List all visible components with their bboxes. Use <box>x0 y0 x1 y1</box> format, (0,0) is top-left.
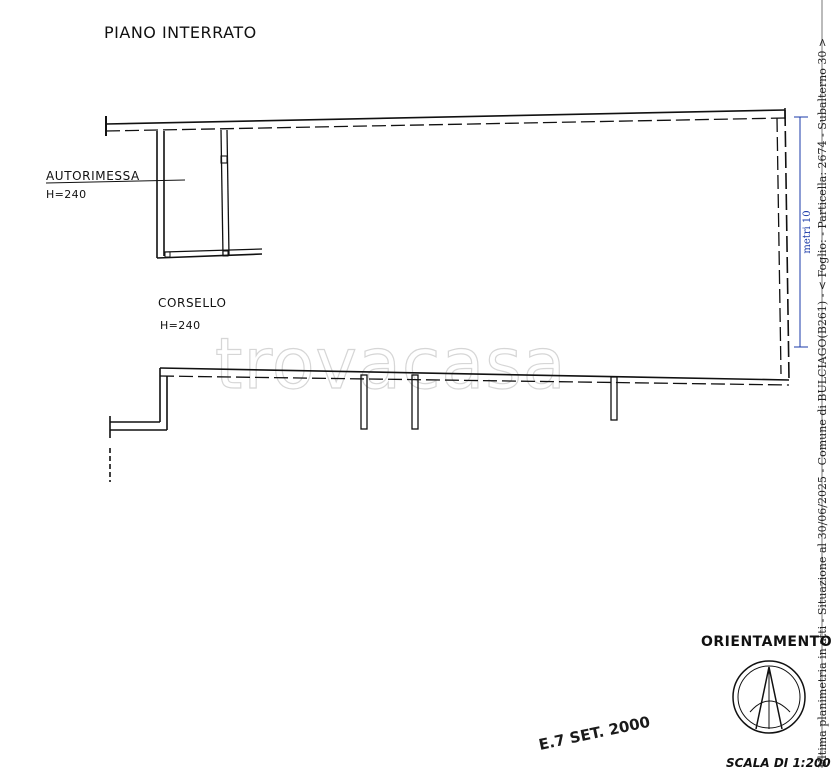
corsello-name: CORSELLO <box>158 296 227 310</box>
measure-label: metri 10 <box>802 210 813 253</box>
autorimessa-height: H=240 <box>46 188 86 201</box>
autorimessa-name: AUTORIMESSA <box>46 169 140 183</box>
lower-wall <box>159 367 790 386</box>
corsello-label: CORSELLO H=240 <box>158 296 227 332</box>
scale-label: SCALA DI 1:200 <box>726 756 831 768</box>
autorimessa-label: AUTORIMESSA H=240 <box>45 169 186 201</box>
upper-wall <box>105 108 786 136</box>
pillars <box>360 374 618 430</box>
plan-title: PIANO INTERRATO <box>104 23 257 42</box>
scale-measure-bar: metri 10 <box>794 116 813 348</box>
side-caption: Ultima planimetria in atti - Situazione … <box>816 38 829 768</box>
date-stamp: E.7 SET. 2000 <box>537 713 652 754</box>
watermark-text: trovacasa <box>215 323 567 405</box>
orientation-label: ORIENTAMENTO <box>701 634 832 650</box>
corsello-height: H=240 <box>160 319 200 332</box>
right-wall <box>776 109 790 381</box>
garage-walls <box>156 129 263 259</box>
stamp-text: E.7 SET. 2000 <box>537 713 652 754</box>
north-arrow-icon <box>732 660 806 734</box>
stair-wall <box>109 368 168 482</box>
